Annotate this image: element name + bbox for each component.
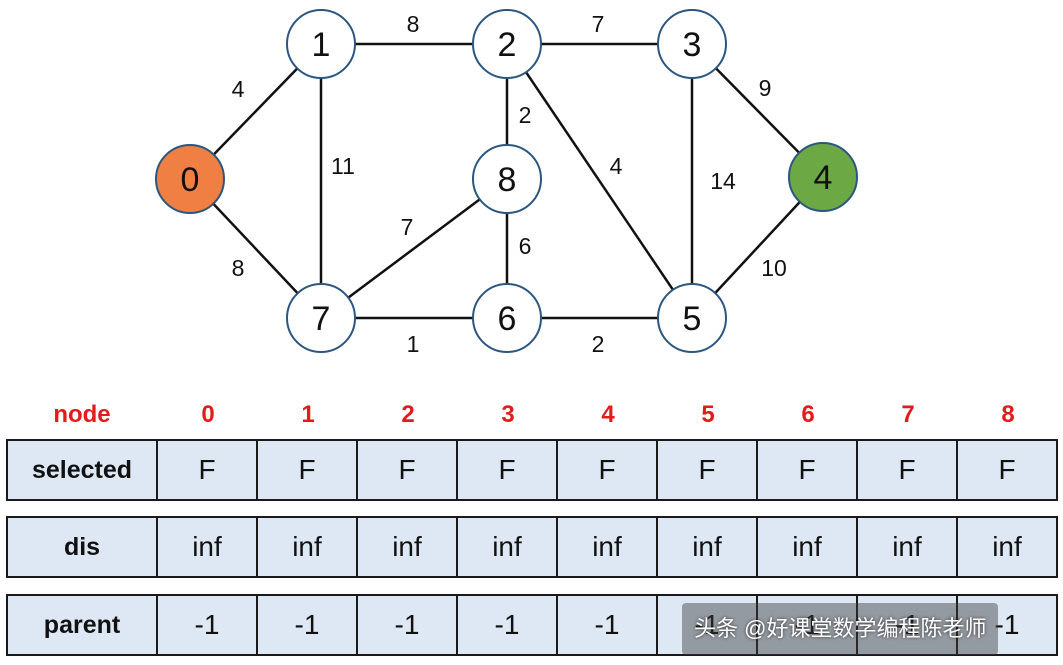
dis-cell-2: inf: [358, 516, 458, 578]
node-circle-7: [286, 283, 356, 353]
edge-weight-1-2: 8: [407, 11, 420, 37]
graph-node-1: 1: [286, 9, 356, 79]
graph-node-5: 5: [657, 283, 727, 353]
node-circle-5: [657, 283, 727, 353]
node-header-row: node 0 1 2 3 4 5 6 7 8: [6, 398, 1058, 432]
node-header-8: 8: [1001, 401, 1015, 428]
node-header-2: 2: [401, 401, 415, 428]
edge-weight-0-1: 4: [232, 76, 245, 102]
node-label-3: 3: [683, 26, 702, 64]
parent-cell-5: -1: [658, 594, 758, 656]
graph-node-0: 0: [155, 144, 225, 214]
node-label-8: 8: [498, 161, 517, 199]
selected-cell-1: F: [258, 439, 358, 501]
graph-node-3: 3: [657, 9, 727, 79]
node-label-5: 5: [683, 300, 702, 338]
nodes-layer: 0 1 2 3 4 5 6 7 8: [155, 9, 858, 353]
graph-diagram: 4 8 8 11 7 2 4 9 14 10 7 1 6 2 0 1 2 3 4 5 6 7 8: [155, 9, 858, 357]
graph-node-2: 2: [472, 9, 542, 79]
selected-cell-4: F: [558, 439, 658, 501]
node-circle-2: [472, 9, 542, 79]
node-label-6: 6: [498, 300, 517, 338]
edge-weight-7-8: 7: [401, 214, 414, 240]
dis-cell-0: inf: [158, 516, 258, 578]
selected-row-label: selected: [6, 439, 158, 501]
parent-row: parent -1 -1 -1 -1 -1 -1 -1 -1 -1: [6, 594, 1058, 656]
node-label-4: 4: [814, 159, 833, 197]
edge-weight-6-5: 2: [592, 331, 605, 357]
dis-cell-6: inf: [758, 516, 858, 578]
node-header-1: 1: [301, 401, 315, 428]
node-circle-3: [657, 9, 727, 79]
node-circle-0: [155, 144, 225, 214]
selected-cell-6: F: [758, 439, 858, 501]
selected-cell-8: F: [958, 439, 1058, 501]
parent-cell-8: -1: [958, 594, 1058, 656]
edge-2-5: [505, 43, 694, 319]
parent-cell-6: -1: [758, 594, 858, 656]
edge-labels-layer: 4 8 8 11 7 2 4 9 14 10 7 1 6 2: [232, 11, 787, 357]
edge-weight-2-3: 7: [592, 11, 605, 37]
node-circle-6: [472, 283, 542, 353]
dis-row: dis inf inf inf inf inf inf inf inf inf: [6, 516, 1058, 578]
parent-row-label: parent: [6, 594, 158, 656]
edge-weight-8-6: 6: [519, 233, 532, 259]
selected-cell-0: F: [158, 439, 258, 501]
edge-weight-1-7: 11: [331, 153, 355, 179]
node-header-0: 0: [201, 401, 215, 428]
node-label-7: 7: [312, 300, 331, 338]
graph-node-8: 8: [472, 144, 542, 214]
node-header-4: 4: [601, 401, 615, 428]
selected-cell-3: F: [458, 439, 558, 501]
node-label-0: 0: [181, 161, 200, 199]
parent-cell-2: -1: [358, 594, 458, 656]
selected-row: selected F F F F F F F F F: [6, 439, 1058, 501]
edge-weight-3-5: 14: [710, 168, 736, 194]
dis-cell-5: inf: [658, 516, 758, 578]
edge-weight-0-7: 8: [232, 255, 245, 281]
node-header-7: 7: [901, 401, 915, 428]
selected-cell-5: F: [658, 439, 758, 501]
parent-cell-3: -1: [458, 594, 558, 656]
edge-weight-3-4: 9: [759, 75, 772, 101]
node-circle-8: [472, 144, 542, 214]
graph-node-7: 7: [286, 283, 356, 353]
watermark-text: 头条 @好课堂数学编程陈老师: [682, 603, 999, 655]
graph-node-6: 6: [472, 283, 542, 353]
node-label-2: 2: [498, 26, 517, 64]
edge-weight-2-5: 4: [610, 153, 623, 179]
node-circle-4: [788, 142, 858, 212]
edge-7-8: [320, 177, 508, 320]
dis-cell-4: inf: [558, 516, 658, 578]
node-header-6: 6: [801, 401, 815, 428]
parent-cell-7: -1: [858, 594, 958, 656]
selected-cell-7: F: [858, 439, 958, 501]
node-header-5: 5: [701, 401, 715, 428]
selected-cell-2: F: [358, 439, 458, 501]
dis-cell-1: inf: [258, 516, 358, 578]
edge-weight-7-6: 1: [407, 331, 420, 357]
edge-weight-4-5: 10: [761, 255, 787, 281]
parent-cell-1: -1: [258, 594, 358, 656]
parent-cell-0: -1: [158, 594, 258, 656]
dis-cell-3: inf: [458, 516, 558, 578]
edge-weight-2-8: 2: [519, 102, 532, 128]
dis-cell-8: inf: [958, 516, 1058, 578]
node-header-label: node: [53, 401, 111, 428]
parent-cell-4: -1: [558, 594, 658, 656]
node-circle-1: [286, 9, 356, 79]
node-header-3: 3: [501, 401, 515, 428]
dis-row-label: dis: [6, 516, 158, 578]
node-label-1: 1: [312, 26, 331, 64]
graph-node-4: 4: [788, 142, 858, 212]
dis-cell-7: inf: [858, 516, 958, 578]
